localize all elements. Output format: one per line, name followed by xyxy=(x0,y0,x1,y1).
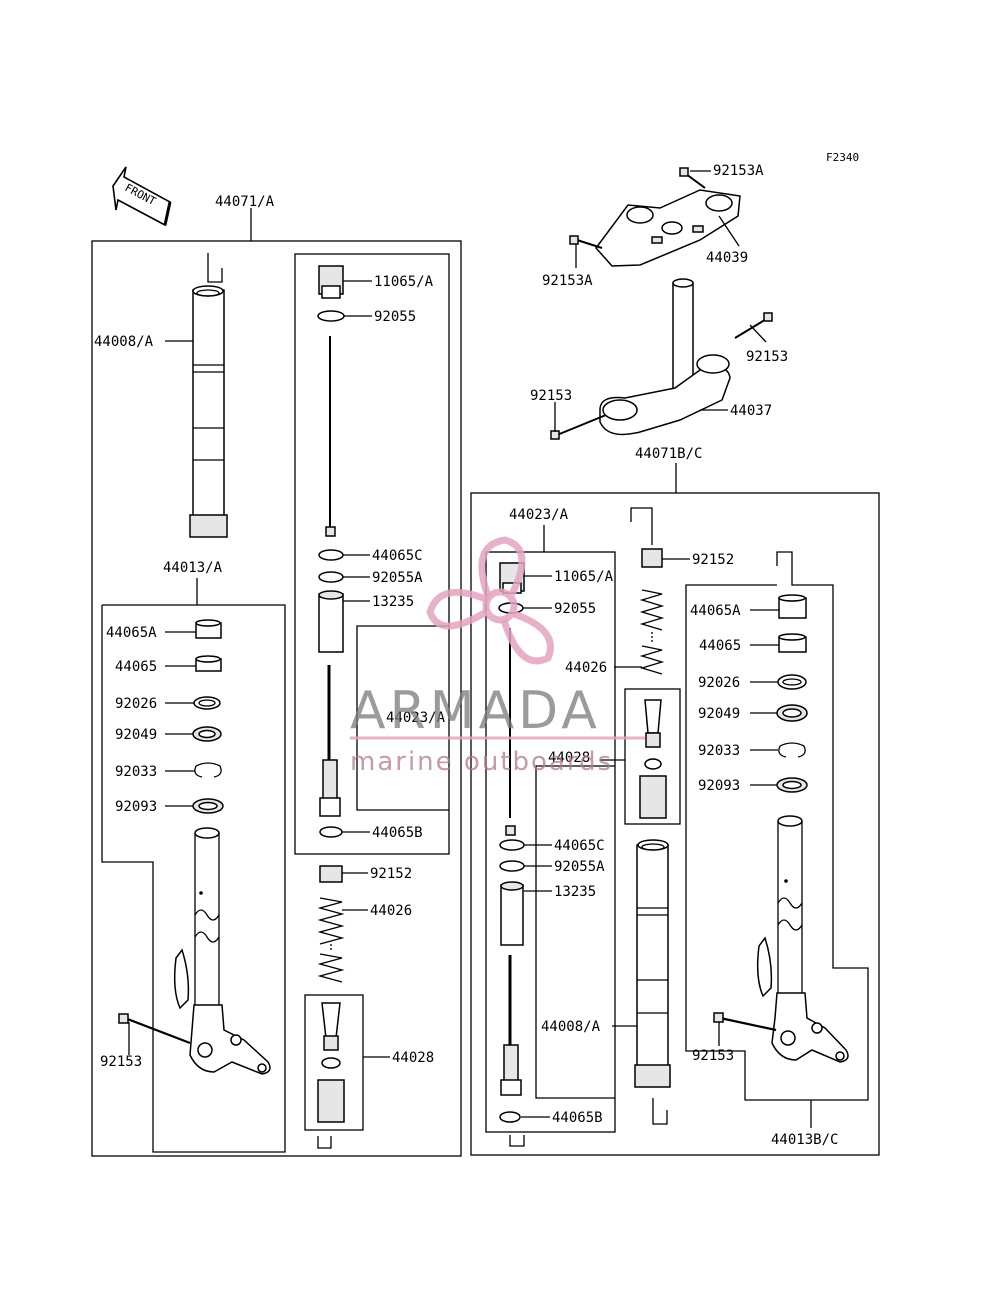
part-label-44008a-right: 44008/A xyxy=(541,1019,601,1035)
spacer-44028-right xyxy=(639,699,667,819)
part-label-44008a-left: 44008/A xyxy=(94,334,154,350)
spacer-frame-left xyxy=(304,994,364,1131)
part-label-92026-right: 92026 xyxy=(698,675,740,691)
inner-tube-frame-right xyxy=(685,551,869,1101)
part-label-44028-left: 44028 xyxy=(392,1050,434,1066)
part-label-11065a-right: 11065/A xyxy=(554,569,614,585)
part-label-92033-left: 92033 xyxy=(115,764,157,780)
part-label-44065c-left: 44065C xyxy=(372,548,423,564)
part-label-92093-left: 92093 xyxy=(115,799,157,815)
spring-stack-right xyxy=(639,548,665,675)
part-label-92055a-left: 92055A xyxy=(372,570,423,586)
bolt-92153-right xyxy=(713,1012,777,1032)
damper-frame-left xyxy=(294,253,450,855)
propeller-logo-icon xyxy=(426,536,554,665)
part-label-44065b-left: 44065B xyxy=(372,825,423,841)
part-label-44065a-left: 44065A xyxy=(106,625,157,641)
bolt-92153-left xyxy=(118,1013,191,1045)
part-label-44065c-right: 44065C xyxy=(554,838,605,854)
damper-cartridge-left xyxy=(317,265,345,838)
part-label-44013a: 44013/A xyxy=(163,560,223,576)
part-label-92153-r1: 92153 xyxy=(746,349,788,365)
part-label-44023a-left: 44023/A xyxy=(386,710,446,726)
part-label-44065-left: 44065 xyxy=(115,659,157,675)
part-label-92153-right3: 92153 xyxy=(692,1048,734,1064)
part-label-44065b-right: 44065B xyxy=(552,1110,603,1126)
part-label-92055-left: 92055 xyxy=(374,309,416,325)
seal-stack-left xyxy=(192,619,224,814)
damper-cartridge-right xyxy=(498,562,525,1123)
part-label-92049-left: 92049 xyxy=(115,727,157,743)
part-label-44065a-right: 44065A xyxy=(690,603,741,619)
inner-tube-right xyxy=(756,815,849,1063)
part-label-44037: 44037 xyxy=(730,403,772,419)
part-label-44026-right: 44026 xyxy=(565,660,607,676)
part-label-44013bc: 44013B/C xyxy=(771,1132,838,1148)
part-label-92033-right: 92033 xyxy=(698,743,740,759)
part-label-44071bc: 44071B/C xyxy=(635,446,702,462)
part-label-13235-left: 13235 xyxy=(372,594,414,610)
part-label-44026-left: 44026 xyxy=(370,903,412,919)
part-label-11065a-left: 11065/A xyxy=(374,274,434,290)
left-fork-assembly: 44071/A 44008/A 44013/A xyxy=(91,194,462,1157)
part-label-92153-left: 92153 xyxy=(100,1054,142,1070)
lower-triple-clamp xyxy=(550,278,773,440)
upper-triple-clamp xyxy=(569,167,741,267)
spring-stack-left xyxy=(317,865,345,983)
spacer-frame-right xyxy=(624,688,681,825)
inner-tube-left xyxy=(173,827,271,1075)
front-arrow-icon: FRONT xyxy=(112,166,172,227)
part-label-44065-right: 44065 xyxy=(699,638,741,654)
outer-tube-left xyxy=(189,253,228,538)
watermark-tagline: marine outboards xyxy=(350,747,613,777)
outer-tube-right xyxy=(634,839,671,1125)
part-label-44028-right: 44028 xyxy=(548,750,590,766)
part-label-92049-right: 92049 xyxy=(698,706,740,722)
part-label-44023a-right: 44023/A xyxy=(509,507,569,523)
inner-tube-frame-left xyxy=(101,604,286,1153)
part-label-92152-left: 92152 xyxy=(370,866,412,882)
seal-stack-right xyxy=(776,594,808,793)
figure-code: F2340 xyxy=(826,151,859,164)
right-fork-assembly: 44071B/C 44023/A 11065/A 92055 44065C xyxy=(470,446,880,1156)
part-label-44039: 44039 xyxy=(706,250,748,266)
part-label-13235-right: 13235 xyxy=(554,884,596,900)
part-label-44071a: 44071/A xyxy=(215,194,275,210)
part-label-92026-left: 92026 xyxy=(115,696,157,712)
part-label-92093-right: 92093 xyxy=(698,778,740,794)
damper-frame-right xyxy=(485,551,616,1133)
part-label-92153-r2: 92153 xyxy=(530,388,572,404)
spacer-44028-left xyxy=(317,1002,345,1123)
part-label-92055a-right: 92055A xyxy=(554,859,605,875)
part-label-92153a-mid: 92153A xyxy=(542,273,593,289)
part-label-92152-right: 92152 xyxy=(692,552,734,568)
left-assembly-frame xyxy=(91,240,462,1157)
armada-watermark: ARMADA marine outboards xyxy=(350,536,645,777)
part-label-92055-right: 92055 xyxy=(554,601,596,617)
right-assembly-frame xyxy=(470,492,880,1156)
watermark-brand: ARMADA xyxy=(350,681,601,741)
part-label-92153a-top: 92153A xyxy=(713,163,764,179)
